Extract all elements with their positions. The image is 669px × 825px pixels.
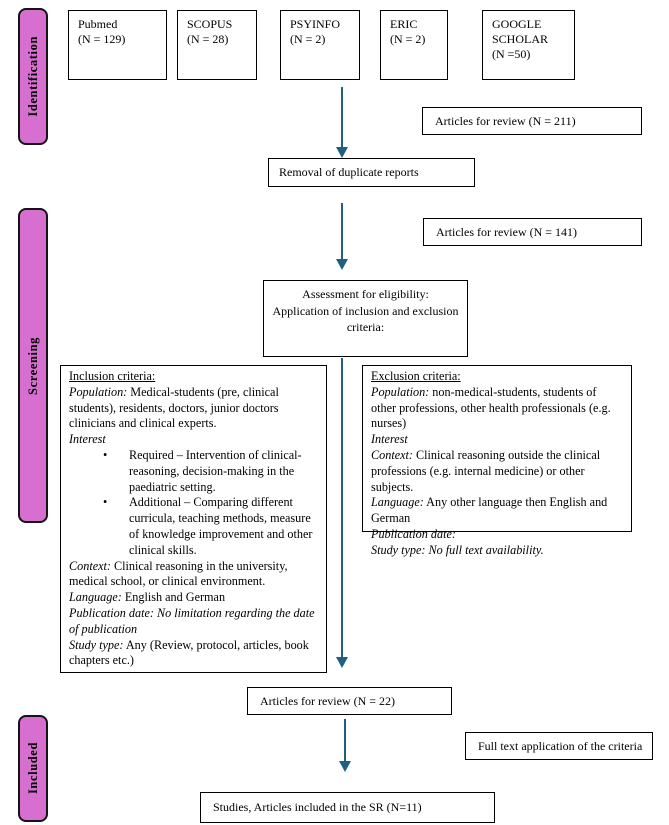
source-box-pubmed: Pubmed (N = 129) [68,10,167,80]
bullet-additional-text: Additional – Comparing different curricu… [129,495,313,557]
exclusion-criteria-box: Exclusion criteria: Population: non-medi… [362,365,632,557]
arrow-shaft [341,203,343,261]
context-label: Context: [69,558,111,573]
source-name: ERIC [390,17,418,31]
source-count: (N = 129) [78,32,126,46]
source-name: PSYINFO [290,17,341,31]
arrow-down-icon [336,259,348,270]
source-count: (N = 28) [187,32,229,46]
exclusion-publication-date: Publication date: [371,527,623,543]
assessment-line-1: Assessment for eligibility: [302,287,429,301]
inclusion-context: Context: Clinical reasoning in the unive… [69,559,318,591]
study-type-text: Any (Review, protocol, articles, book ch… [69,637,309,668]
inclusion-criteria-title: Inclusion criteria: [69,369,156,383]
stage-screening: Screening [18,208,48,523]
inclusion-population: Population: Medical-students (pre, clini… [69,385,318,432]
removal-duplicates-box: Removal of duplicate reports [268,158,475,187]
bullet-icon: • [103,447,108,462]
arrow-shaft [344,719,346,763]
source-count: (N = 2) [290,32,326,46]
articles-for-review-22-box: Articles for review (N = 22) [247,687,452,715]
stage-identification: Identification [18,8,48,145]
source-box-scopus: SCOPUS (N = 28) [177,10,257,80]
context-text: Clinical reasoning outside the clinical … [371,447,601,494]
bullet-required-text: Required – Intervention of clinical-reas… [129,447,302,494]
publication-date-label: Publication date: [69,605,154,620]
articles-211-label: Articles for review (N = 211) [435,113,576,128]
arrow-removal-to-assessment [336,203,348,270]
source-box-eric: ERIC (N = 2) [380,10,448,80]
source-name-line2: SCHOLAR [492,32,549,46]
stage-included: Included [18,715,48,822]
exclusion-population: Population: non-medical-students, studen… [371,385,623,432]
stage-identification-label: Identification [25,36,40,117]
language-label: Language: [69,590,122,605]
study-type-label: Study type: [69,637,124,652]
population-label: Population: [69,384,128,399]
source-box-google-scholar: GOOGLE SCHOLAR (N =50) [482,10,575,80]
bullet-icon: • [103,495,108,510]
language-label: Language: [371,495,424,510]
arrow-shaft [341,358,343,659]
source-name: GOOGLE [492,17,542,31]
exclusion-study-type: Study type: No full text availability. [371,543,623,559]
articles-141-label: Articles for review (N = 141) [436,224,578,239]
study-type-text: No full text availability. [425,542,544,557]
source-count: (N =50) [492,47,531,61]
stage-included-label: Included [25,742,40,795]
articles-22-label: Articles for review (N = 22) [260,693,396,708]
studies-included-box: Studies, Articles included in the SR (N=… [200,792,495,823]
inclusion-criteria-box: Inclusion criteria: Population: Medical-… [60,365,327,673]
inclusion-publication-date: Publication date: No limitation regardin… [69,606,318,638]
context-label: Context: [371,447,413,462]
assessment-eligibility-box: Assessment for eligibility: Application … [263,280,468,357]
removal-duplicates-label: Removal of duplicate reports [279,165,419,179]
full-text-application-box: Full text application of the criteria [465,732,653,760]
interest-label: Interest [371,432,408,447]
arrow-assessment-to-articles-22 [336,358,348,668]
arrow-down-icon [336,147,348,158]
source-name: SCOPUS [187,17,233,31]
exclusion-context: Context: Clinical reasoning outside the … [371,448,623,495]
source-box-psyinfo: PSYINFO (N = 2) [280,10,360,80]
arrow-down-icon [336,657,348,668]
publication-date-label: Publication date: [371,526,456,541]
inclusion-language: Language: English and German [69,590,318,606]
arrow-articles-22-to-included [339,719,351,772]
source-name: Pubmed [78,17,118,31]
assessment-line-3: criteria: [346,320,385,334]
studies-included-label: Studies, Articles included in the SR (N=… [213,800,422,814]
assessment-line-2: Application of inclusion and exclusion [272,303,459,318]
publication-date-text: No limitation regarding the date of publ… [69,605,315,636]
articles-for-review-141-box: Articles for review (N = 141) [423,218,642,246]
interest-label: Interest [69,432,106,447]
stage-screening-label: Screening [25,336,40,395]
exclusion-language: Language: Any other language then Englis… [371,495,623,527]
articles-for-review-211-box: Articles for review (N = 211) [422,107,642,135]
language-text: English and German [121,590,226,605]
inclusion-bullet-required: • Required – Intervention of clinical-re… [69,448,318,495]
study-type-label: Study type: [371,542,426,557]
source-count: (N = 2) [390,32,426,46]
language-text: Any other language then English and Germ… [371,495,608,526]
context-text: Clinical reasoning in the university, me… [69,558,288,589]
population-text: non-medical-students, students of other … [371,384,611,431]
arrow-sources-to-removal [336,87,348,158]
arrow-shaft [341,87,343,149]
inclusion-study-type: Study type: Any (Review, protocol, artic… [69,638,318,670]
full-text-application-label: Full text application of the criteria [478,738,643,753]
inclusion-bullet-additional: • Additional – Comparing different curri… [69,495,318,558]
population-label: Population: [371,384,430,399]
exclusion-interest: Interest [371,432,623,448]
inclusion-interest: Interest [69,432,318,448]
exclusion-criteria-title: Exclusion criteria: [371,369,461,383]
population-text: Medical-students (pre, clinical students… [69,384,279,431]
arrow-down-icon [339,761,351,772]
